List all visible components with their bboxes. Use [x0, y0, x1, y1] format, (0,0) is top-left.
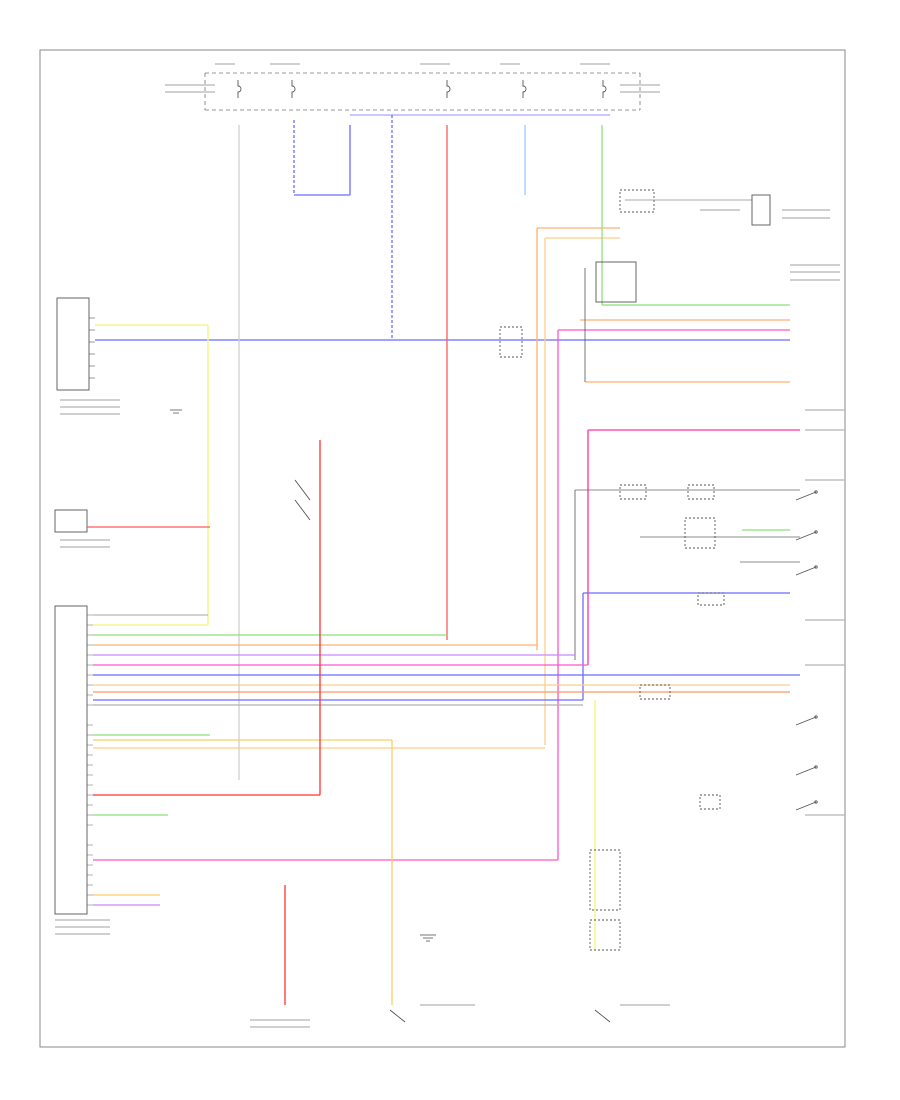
splice-box — [499, 326, 523, 358]
left-connector-top — [56, 297, 90, 391]
power-lock-module — [595, 261, 637, 303]
ground-symbols — [170, 409, 436, 942]
switch-symbols — [294, 479, 818, 1023]
relay-right-lower — [699, 794, 721, 810]
wires — [87, 114, 800, 1005]
main-module-pin-ticks — [87, 614, 93, 906]
relay-mid — [684, 517, 716, 549]
door-lock-switch — [619, 189, 655, 213]
fuse-1 — [237, 80, 242, 98]
main-control-module — [54, 605, 88, 915]
fuse-4 — [522, 80, 527, 98]
left-connector-top-pins — [89, 317, 95, 379]
antenna-box — [54, 509, 88, 533]
relay-top-right — [625, 194, 771, 226]
door-switch-box — [619, 484, 647, 500]
diagram-frame — [39, 49, 846, 1048]
connector-right-mid — [697, 592, 725, 606]
door-lock-actuator — [639, 684, 671, 700]
fuse-3 — [446, 80, 451, 98]
fuse-2 — [291, 80, 296, 98]
fuse-block — [204, 72, 641, 111]
door-switch-box-2 — [687, 484, 715, 500]
module-bottom-right — [589, 849, 621, 911]
fuse-5 — [602, 80, 607, 98]
module-bottom-right-2 — [589, 919, 621, 951]
label-texture — [55, 63, 845, 1028]
